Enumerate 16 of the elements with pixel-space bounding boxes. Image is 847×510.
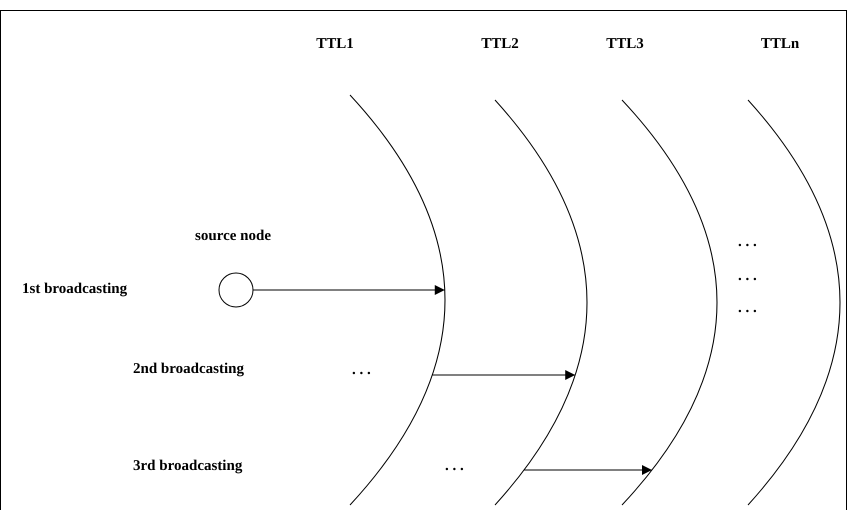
broadcast-label: 3rd broadcasting bbox=[133, 458, 242, 475]
ttl-label: TTL1 bbox=[316, 36, 354, 53]
broadcast-label: 1st broadcasting bbox=[22, 281, 128, 298]
ellipsis-label: . . . bbox=[738, 268, 757, 285]
node-label: source node bbox=[195, 228, 271, 245]
ttl-label: TTLn bbox=[760, 36, 800, 53]
broadcast-label: 2nd broadcasting bbox=[133, 361, 244, 378]
arrow bbox=[524, 465, 652, 475]
ttl-label: TTL2 bbox=[481, 36, 519, 53]
ttl-label: TTL3 bbox=[606, 36, 644, 53]
arrow bbox=[432, 370, 576, 380]
ellipsis-label: . . . bbox=[738, 234, 757, 251]
ellipsis-label: . . . bbox=[445, 458, 464, 475]
arrow bbox=[252, 285, 446, 295]
ellipsis-label: . . . bbox=[738, 300, 757, 317]
ellipsis-label: . . . bbox=[352, 362, 371, 379]
